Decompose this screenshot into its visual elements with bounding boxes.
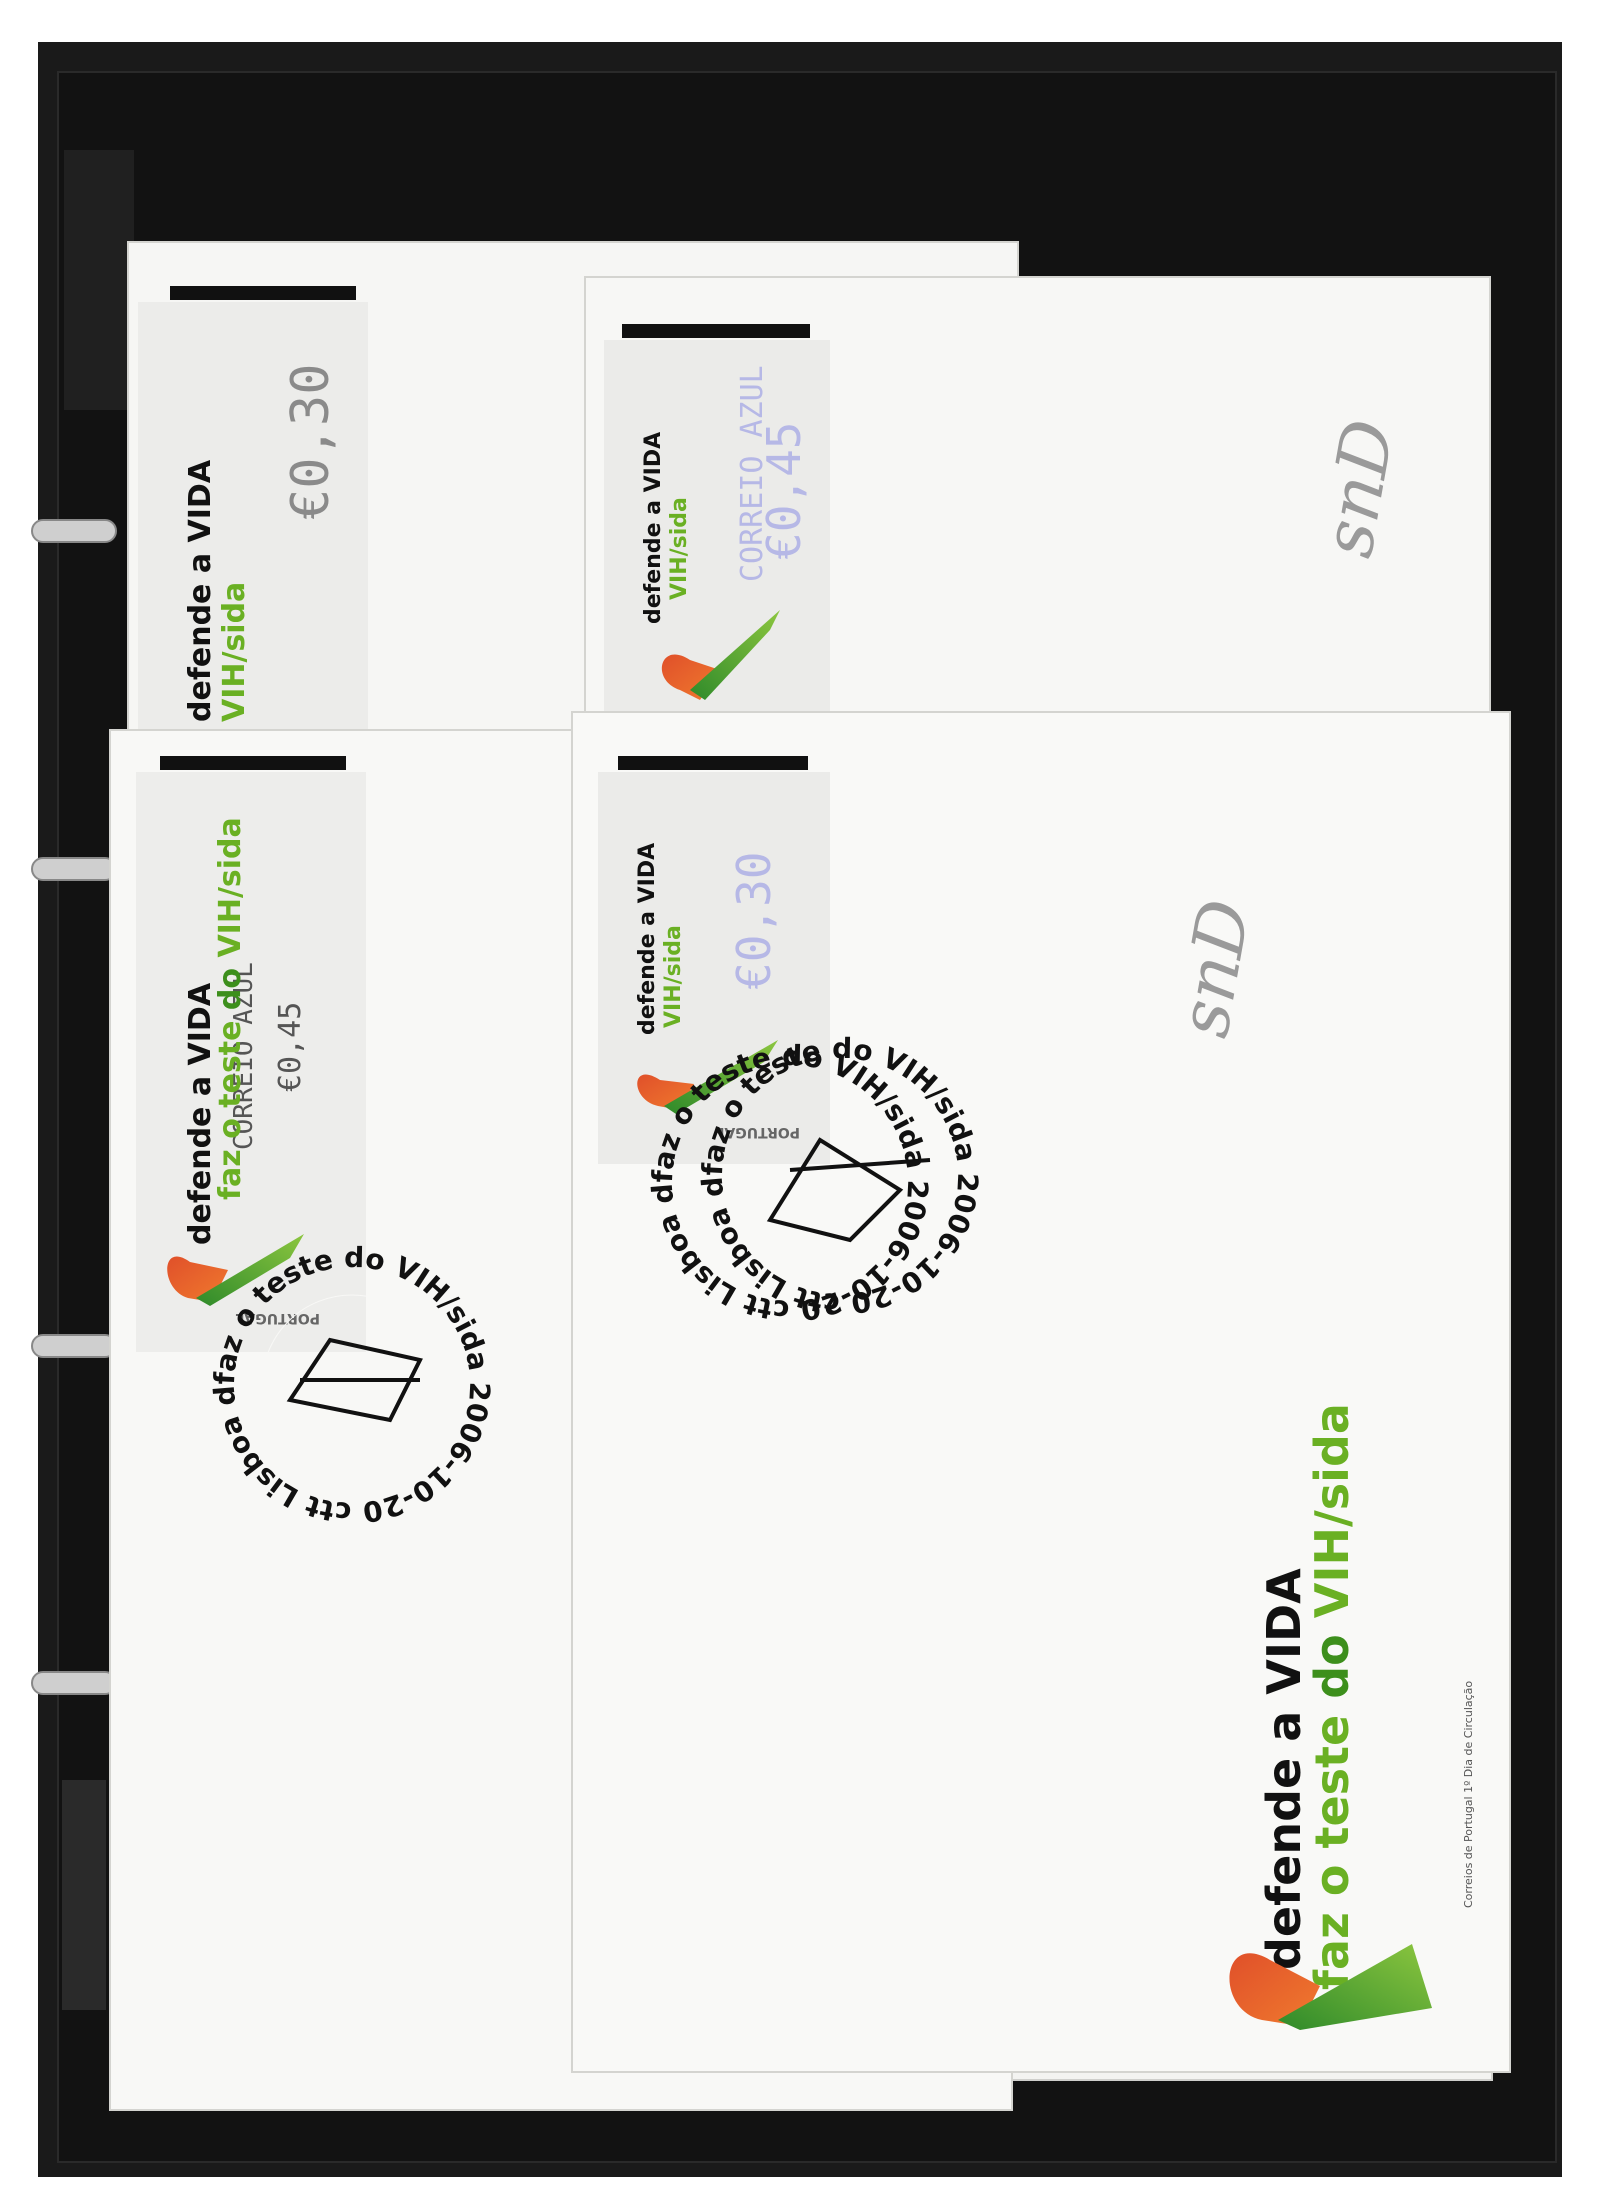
campaign-line1: defende a VIDA — [183, 459, 218, 722]
ribbon-logo — [661, 610, 780, 700]
country-label: PORTUGAL — [235, 1310, 320, 1326]
franking-value: €0,45 — [757, 422, 811, 560]
cachet-line2-suffix: VIH/sida — [1305, 1403, 1359, 1618]
campaign-line2-mid: do — [213, 958, 248, 1011]
campaign-line1: defende a VIDA — [641, 432, 666, 624]
franking-value: €0,30 — [727, 852, 781, 990]
franking-label — [598, 772, 830, 1164]
franking-label — [604, 340, 830, 720]
binder-ring — [31, 519, 117, 543]
franking-value: €0,30 — [281, 363, 341, 520]
binder-label-lower — [62, 1780, 106, 2010]
binder-ring — [31, 857, 117, 881]
campaign-line2: VIH/sida — [217, 582, 252, 722]
cachet-line2-prefix: faz o teste — [1305, 1699, 1359, 1990]
cachet-ribbon-logo — [1229, 1944, 1432, 2030]
binder-rings — [31, 519, 117, 1695]
postmark-ribbon — [766, 1137, 931, 1243]
binder-label-upper — [64, 150, 134, 410]
barcode — [618, 756, 808, 770]
barcode — [170, 286, 356, 300]
campaign-line1: defende a VIDA — [183, 982, 218, 1245]
svg-text:faz o teste do VIH/sida: faz o teste do VIH/sida — [1305, 1403, 1359, 1990]
campaign-line1: defende a VIDA — [635, 843, 660, 1035]
country-label: PORTUGAL — [715, 1124, 800, 1140]
franking-service: CORREIO AZUL — [229, 962, 259, 1150]
barcode — [160, 756, 346, 770]
campaign-line2: VIH/sida — [661, 925, 686, 1028]
postmark-ribbon — [286, 1337, 423, 1423]
campaign-line2: VIH/sida — [667, 497, 692, 600]
binder-ring — [31, 1671, 117, 1695]
imprint-text: Correios de Portugal 1º Dia de Circulaçã… — [1462, 1681, 1475, 1908]
ribbon-logo — [167, 1234, 304, 1306]
campaign-line2-prefix: faz o teste — [213, 1010, 248, 1200]
campaign-line2: faz o teste do VIH/sida — [213, 817, 248, 1200]
franking-label — [138, 302, 368, 732]
binder-ring — [31, 1334, 117, 1358]
cachet-line2: faz o teste do VIH/sida — [1305, 1403, 1359, 1990]
franking-service: CORREIO AZUL — [735, 365, 770, 582]
svg-text:faz o teste do VIH/sida: faz o teste do VIH/sida — [213, 817, 248, 1200]
campaign-line2-suffix: VIH/sida — [213, 817, 248, 957]
ribbon-logo — [637, 1040, 778, 1114]
cachet-line1: defende a VIDA — [1257, 1568, 1311, 1970]
barcode — [622, 324, 810, 338]
cachet-line2-mid: do — [1305, 1618, 1359, 1699]
franking-value: €0,45 — [273, 1002, 308, 1092]
franking-label — [136, 772, 366, 1352]
